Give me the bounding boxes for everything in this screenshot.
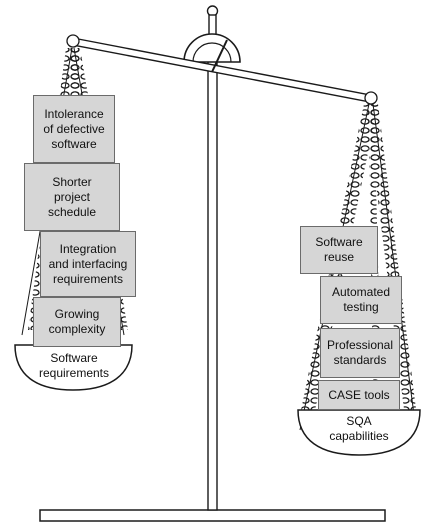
right-pan-label: SQA capabilities <box>329 414 389 443</box>
left-pan <box>14 344 133 391</box>
pointer-needle <box>211 39 228 73</box>
left-box-growing-complexity: Growing complexity <box>33 297 121 347</box>
right-pan <box>297 409 421 456</box>
scale-pillar <box>207 45 218 511</box>
right-box-automated-testing: Automated testing <box>320 276 402 324</box>
left-pan-label: Software requirements <box>38 351 110 380</box>
right-box-professional-standards: Professional standards <box>320 328 400 378</box>
left-box-integration: Integration and interfacing requirements <box>40 231 136 297</box>
left-box-intolerance: Intolerance of defective software <box>33 95 115 163</box>
scale-base <box>39 509 386 522</box>
left-box-shorter-schedule: Shorter project schedule <box>24 163 120 231</box>
right-box-case-tools: CASE tools <box>318 380 400 410</box>
right-box-software-reuse: Software reuse <box>300 226 378 274</box>
pivot-dial <box>183 33 241 63</box>
